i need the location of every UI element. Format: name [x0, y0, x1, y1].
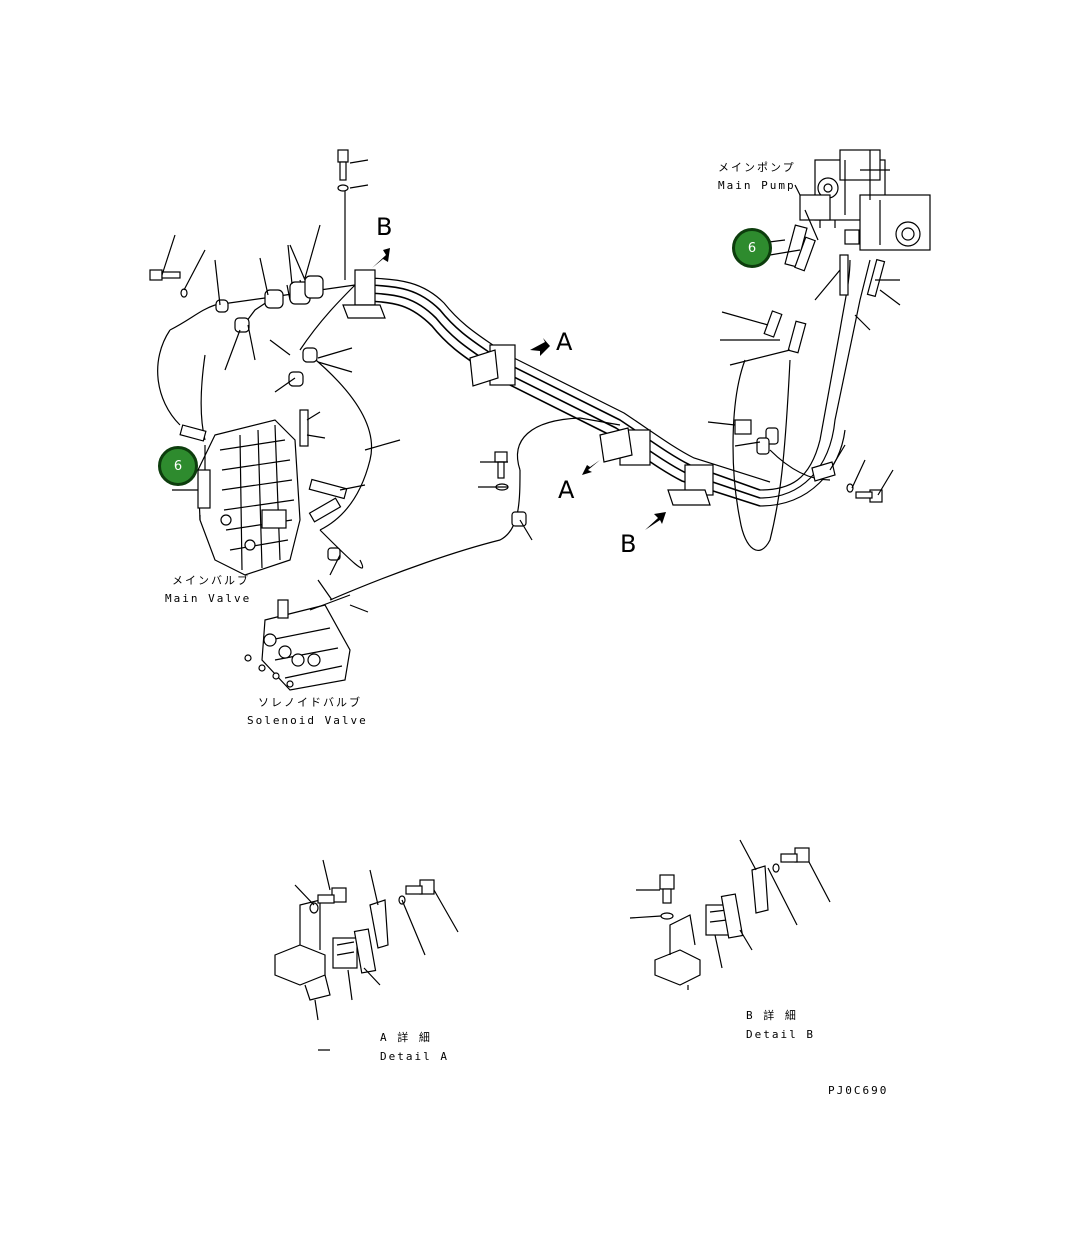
main-pump-label-en: Main Pump [718, 179, 796, 192]
detail-b-label-en: Detail B [746, 1028, 815, 1041]
detail-b-label-jp: B 詳 細 [746, 1009, 798, 1022]
drawing-code: PJ0C690 [828, 1084, 889, 1097]
main-pump-drawing [799, 149, 931, 251]
main-valve-label-en: Main Valve [165, 592, 252, 605]
detail-a-label-en: Detail A [380, 1050, 449, 1063]
detail-b-drawing [629, 839, 831, 990]
callout-badge-main-valve[interactable]: 6 [158, 446, 198, 486]
solenoid-valve-label-en: Solenoid Valve [247, 714, 368, 727]
bolts-and-washers [149, 149, 886, 523]
main-valve-label-jp: メインバルブ [172, 574, 250, 587]
view-marker-b-top: B [376, 213, 393, 241]
detail-a-drawing [274, 859, 459, 1051]
view-marker-a-bottom: A [558, 476, 575, 504]
callout-badge-main-pump[interactable]: 6 [732, 228, 772, 268]
clamp-brackets [215, 269, 836, 561]
main-pump-label-jp: メインポンプ [718, 161, 796, 174]
view-marker-a-right: A [556, 328, 573, 356]
detail-a-label-jp: A 詳 細 [380, 1031, 432, 1044]
view-arrows [372, 248, 666, 530]
hose-routing [157, 190, 871, 601]
view-marker-b-bottom: B [620, 530, 637, 558]
solenoid-valve-label-jp: ソレノイドバルブ [258, 696, 362, 709]
main-valve-drawing [197, 419, 301, 576]
leader-lines [161, 159, 901, 613]
solenoid-valve-drawing [244, 594, 351, 691]
